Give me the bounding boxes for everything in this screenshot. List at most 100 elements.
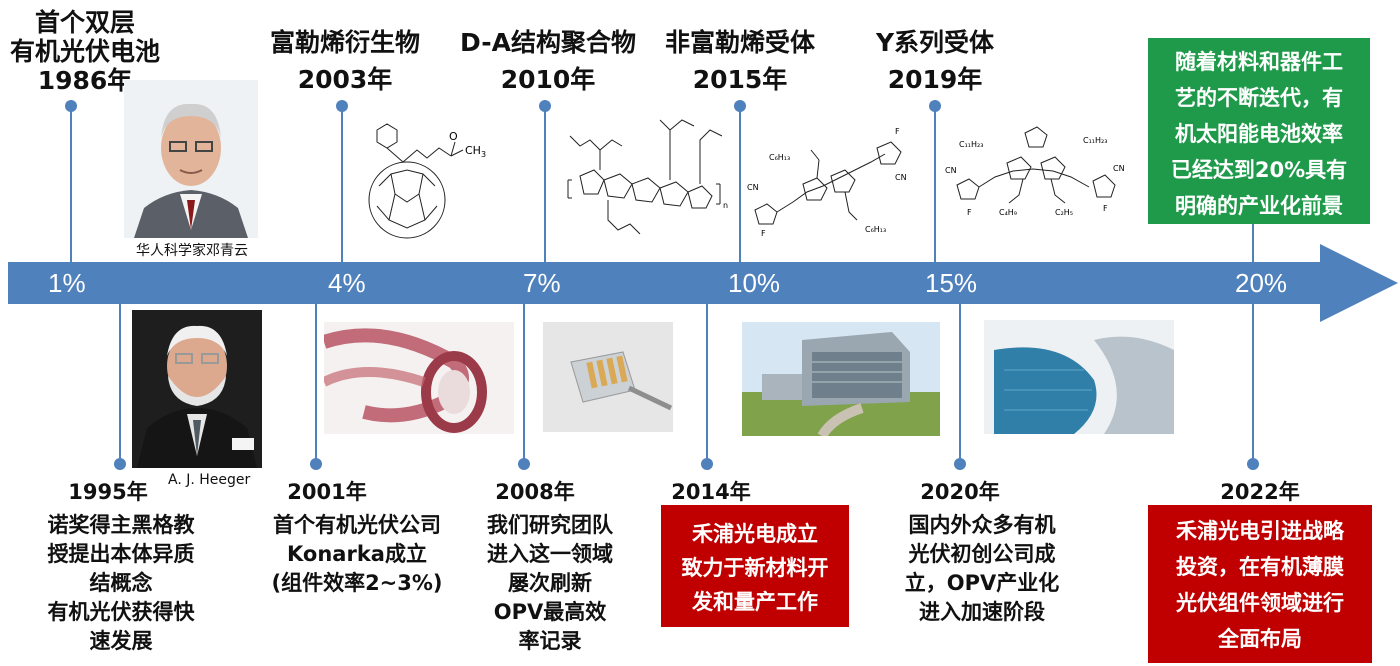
percent-label-10: 10%	[728, 268, 781, 298]
timeline-stem-2020	[959, 304, 961, 462]
caption-heeger: A. J. Heeger	[168, 472, 251, 488]
event-2010-title: D-A结构聚合物	[460, 28, 636, 57]
event-2019-title: Y系列受体	[875, 28, 995, 57]
event-2022-line-4: 全面布局	[1218, 627, 1302, 651]
timeline-dot-1995	[114, 458, 126, 470]
event-2008-line-2: 进入这一领域	[487, 542, 613, 566]
portrait-deng-drawing	[124, 80, 258, 238]
portrait-heeger-drawing	[132, 310, 262, 468]
event-2015-title: 非富勒烯受体	[664, 28, 815, 57]
timeline-dot-2001	[310, 458, 322, 470]
timeline-stem-2014	[706, 304, 708, 462]
nfa-c6h13-2: C₆H₁₃	[865, 225, 886, 234]
event-2020-line-1: 国内外众多有机	[908, 513, 1056, 537]
event-2008-year: 2008年	[495, 480, 575, 504]
event-2014-line-3: 发和量产工作	[692, 590, 818, 614]
event-1995-line-3: 结概念	[89, 571, 153, 595]
molecule-nfa: C₆H₁₃ C₆H₁₃ CN CN F F	[745, 120, 910, 238]
photo-flexible-modules	[324, 322, 514, 434]
event-2003-title: 富勒烯衍生物	[269, 28, 420, 57]
event-2020-line-4: 进入加速阶段	[919, 600, 1045, 624]
photo-film-roll	[984, 320, 1174, 434]
event-2022-line-1: 禾浦光电引进战略	[1176, 519, 1344, 543]
event-1995-line-4: 有机光伏获得快	[47, 600, 195, 624]
event-2010: D-A结构聚合物 2010年	[448, 28, 648, 94]
event-2001-year: 2001年	[287, 480, 367, 504]
event-1986: 首个双层 有机光伏电池 1986年	[0, 8, 170, 95]
y-f-2: F	[1103, 204, 1108, 213]
event-2019-year: 2019年	[887, 65, 983, 94]
event-2020-line-3: 立，OPV产业化	[904, 571, 1060, 595]
photo-company-building-drawing	[742, 322, 940, 436]
molecule-da-polymer: n	[560, 100, 730, 250]
event-2001: 2001年 首个有机光伏公司 Konarka成立 (组件效率2~3%)	[262, 478, 452, 598]
molecule-da-drawing: n	[567, 119, 728, 235]
callout-line-5: 明确的产业化前景	[1175, 194, 1343, 218]
y-c2h5: C₂H₅	[1055, 208, 1073, 217]
nfa-f-1: F	[761, 229, 766, 238]
timeline-stem-2022	[1252, 304, 1254, 462]
y-f-1: F	[967, 208, 972, 217]
svg-text:n: n	[723, 201, 728, 210]
molecule-y-drawing: C₁₁H₂₃ C₁₁H₂₃ C₄H₉ C₂H₅ CN CN F F	[945, 126, 1125, 217]
timeline-stem-2003	[341, 106, 343, 262]
pcbm-o: O	[449, 130, 458, 143]
timeline-stem-1986	[70, 106, 72, 262]
nfa-c6h13-1: C₆H₁₃	[769, 153, 790, 162]
y-cn-2: CN	[1113, 164, 1125, 173]
molecule-nfa-drawing: C₆H₁₃ C₆H₁₃ CN CN F F	[747, 127, 907, 238]
callout-line-1: 随着材料和器件工	[1175, 50, 1343, 74]
photo-company-building	[742, 322, 940, 436]
photo-opv-device-drawing	[543, 322, 673, 432]
nfa-cn-1: CN	[747, 183, 759, 192]
timeline-bar	[8, 262, 1328, 304]
event-1995-line-1: 诺奖得主黑格教	[47, 513, 195, 537]
event-2020-line-2: 光伏初创公司成	[908, 542, 1056, 566]
molecule-pcbm: O CH3	[355, 110, 495, 240]
photo-flexible-modules-drawing	[324, 322, 514, 434]
timeline-dot-2022	[1247, 458, 1259, 470]
timeline-stem-2008	[523, 304, 525, 462]
nfa-f-2: F	[895, 127, 900, 136]
event-2022-line-3: 光伏组件领域进行	[1176, 591, 1344, 615]
timeline-stem-2015	[739, 106, 741, 262]
y-c11h23-2: C₁₁H₂₃	[1083, 136, 1107, 145]
percent-label-15: 15%	[925, 268, 978, 298]
timeline-dot-2008	[518, 458, 530, 470]
percent-label-1: 1%	[48, 268, 86, 298]
y-c11h23-1: C₁₁H₂₃	[959, 140, 983, 149]
event-1995: 1995年 诺奖得主黑格教 授提出本体异质 结概念 有机光伏获得快 速发展	[46, 478, 196, 656]
percent-label-4: 4%	[328, 268, 366, 298]
event-1995-line-5: 速发展	[89, 629, 153, 653]
y-cn-1: CN	[945, 166, 957, 175]
nfa-cn-2: CN	[895, 173, 907, 182]
event-2003: 富勒烯衍生物 2003年	[255, 28, 435, 94]
portrait-deng-qingyun	[124, 80, 258, 238]
event-2019: Y系列受体 2019年	[855, 28, 1015, 94]
event-2015: 非富勒烯受体 2015年	[655, 28, 825, 94]
event-1995-year: 1995年	[68, 480, 148, 504]
molecule-y-series: C₁₁H₂₃ C₁₁H₂₃ C₄H₉ C₂H₅ CN CN F F	[943, 115, 1133, 227]
event-2014-line-1: 禾浦光电成立	[692, 522, 818, 546]
portrait-heeger	[132, 310, 262, 468]
callout-efficiency: 随着材料和器件工 艺的不断迭代，有 机太阳能电池效率 已经达到20%具有 明确的…	[1148, 38, 1370, 224]
callout-line-2: 艺的不断迭代，有	[1175, 86, 1343, 110]
event-2015-year: 2015年	[692, 65, 788, 94]
caption-deng: 华人科学家邓青云	[136, 243, 248, 259]
event-2022-box: 禾浦光电引进战略 投资，在有机薄膜 光伏组件领域进行 全面布局	[1148, 505, 1372, 663]
event-1986-year: 1986年	[37, 66, 133, 95]
event-2014-year: 2014年	[671, 480, 751, 504]
event-2010-year: 2010年	[500, 65, 596, 94]
event-2022-line-2: 投资，在有机薄膜	[1176, 555, 1344, 579]
molecule-pcbm-drawing: O CH3	[368, 123, 486, 239]
event-1986-title-1: 首个双层	[34, 8, 135, 37]
event-1995-line-2: 授提出本体异质	[47, 542, 195, 566]
event-2014-line-2: 致力于新材料开	[681, 556, 829, 580]
pcbm-ch3: CH3	[465, 144, 486, 159]
event-2003-year: 2003年	[297, 65, 393, 94]
timeline-arrow-head	[1320, 244, 1398, 322]
event-2008-line-4: OPV最高效	[493, 600, 607, 624]
timeline-dot-2020	[954, 458, 966, 470]
callout-line-4: 已经达到20%具有	[1170, 158, 1348, 182]
percent-label-7: 7%	[523, 268, 561, 298]
